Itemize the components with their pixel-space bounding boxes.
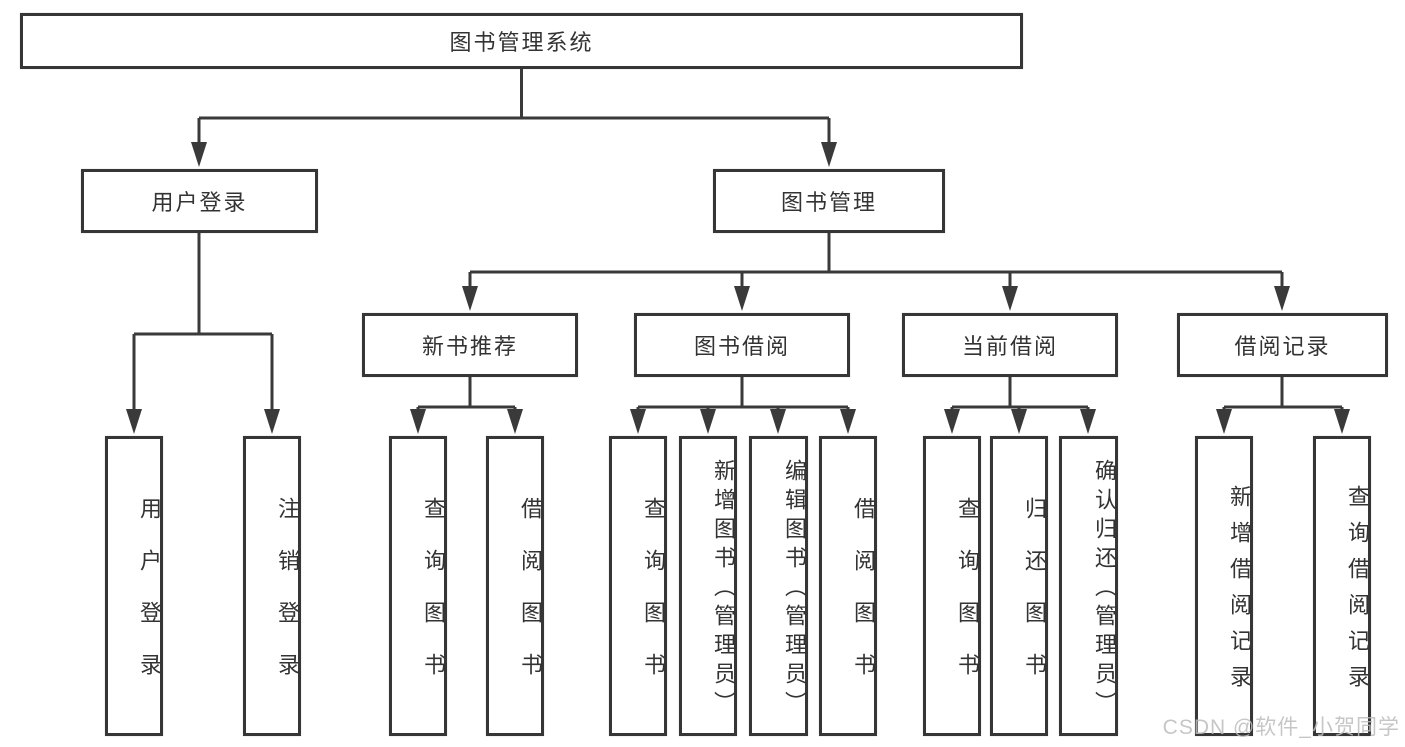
node-label: 借阅记录 [1234,334,1331,359]
leaf-query-books-borrowing: 查询图书 [609,436,667,736]
node-label: 查询借阅记录 [1345,485,1370,701]
node-label: 图书借阅 [693,334,790,359]
arrowhead [1334,409,1350,434]
arrowhead [840,409,856,434]
node-label: 新增图书（管理员） [711,459,736,720]
leaf-borrow-books-recommend: 借阅图书 [486,436,544,736]
node-label: 借阅图书 [518,497,543,705]
node-label: 确认归还（管理员） [1092,459,1117,720]
node-borrowing-records: 借阅记录 [1177,313,1388,377]
node-label: 用户登录 [151,190,248,215]
arrowhead [630,409,646,434]
arrowhead [1002,286,1018,311]
leaf-add-books-admin: 新增图书（管理员） [679,436,737,736]
arrowhead [191,142,207,167]
node-new-book-recommend: 新书推荐 [362,313,578,377]
leaf-confirm-return-admin: 确认归还（管理员） [1059,436,1118,736]
node-user-login: 用户登录 [81,169,318,233]
leaf-query-books-recommend: 查询图书 [389,436,447,736]
node-label: 注销登录 [275,497,300,705]
arrowhead [126,409,142,434]
node-label: 编辑图书（管理员） [782,459,807,720]
arrowhead [507,409,523,434]
arrowhead [821,142,837,167]
leaf-query-borrow-record: 查询借阅记录 [1313,436,1371,736]
leaf-user-login: 用户登录 [105,436,163,736]
node-label: 用户登录 [137,497,162,705]
node-label: 图书管理系统 [449,30,594,55]
arrowhead [264,409,280,434]
arrowhead [734,286,750,311]
arrowhead [410,409,426,434]
node-label: 查询图书 [955,497,980,705]
arrowhead [770,409,786,434]
leaf-query-books-current: 查询图书 [923,436,981,736]
arrowhead [462,286,478,311]
node-label: 图书管理 [780,190,877,215]
node-book-management: 图书管理 [713,169,945,233]
leaf-edit-books-admin: 编辑图书（管理员） [749,436,808,736]
node-current-borrowing: 当前借阅 [902,313,1118,377]
leaf-borrow-books-borrowing: 借阅图书 [819,436,877,736]
arrowhead [944,409,960,434]
arrowhead [1080,409,1096,434]
arrowhead [1274,286,1290,311]
leaf-add-borrow-record: 新增借阅记录 [1195,436,1253,736]
arrowhead [1216,409,1232,434]
node-root-system: 图书管理系统 [20,13,1023,69]
node-label: 查询图书 [421,497,446,705]
node-label: 新增借阅记录 [1227,485,1252,701]
leaf-return-books: 归还图书 [990,436,1048,736]
arrowhead [700,409,716,434]
node-label: 当前借阅 [961,334,1058,359]
arrowhead [1011,409,1027,434]
leaf-logout: 注销登录 [243,436,301,736]
node-label: 借阅图书 [851,497,876,705]
node-label: 新书推荐 [421,334,518,359]
node-label: 归还图书 [1022,497,1047,705]
csdn-watermark: CSDN @软件_小贺同学 [1162,716,1400,739]
node-book-borrowing: 图书借阅 [634,313,850,377]
node-label: 查询图书 [641,497,666,705]
